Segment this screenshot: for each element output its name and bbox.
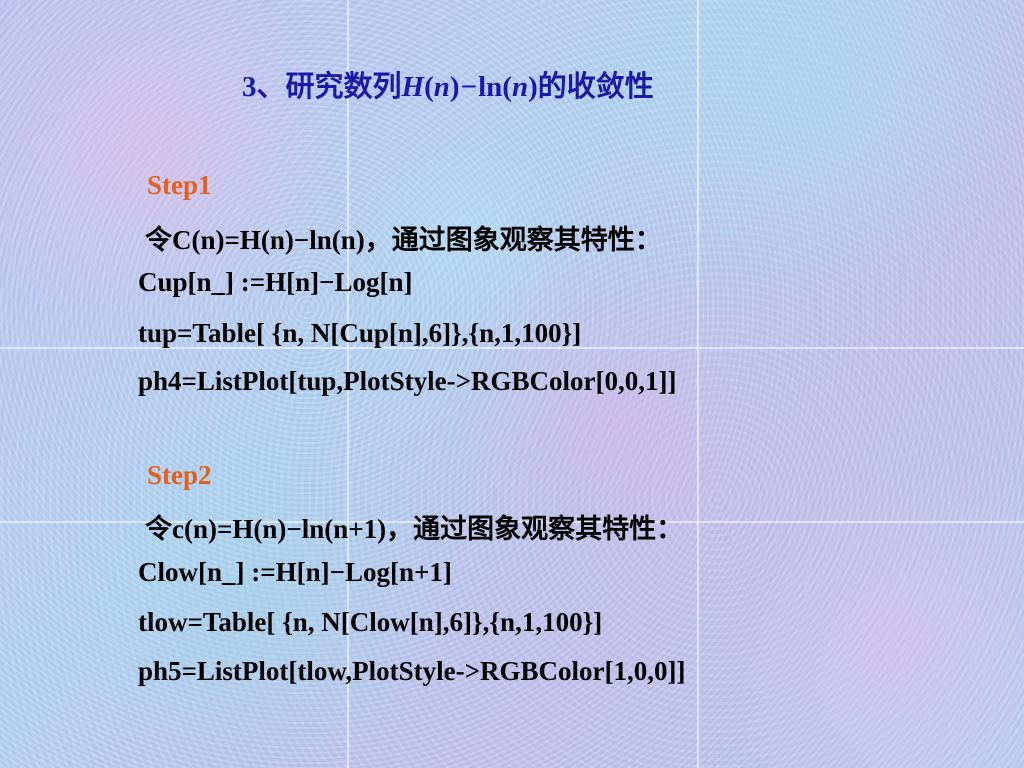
step1-intro: 令C(n)=H(n)−ln(n)，通过图象观察其特性： [145,225,662,255]
step1-label: Step1 [147,170,212,200]
step2-code-line-3: ph5=ListPlot[tlow,PlotStyle->RGBColor[1,… [138,656,686,686]
title-ln: ln [478,71,503,103]
step2-intro: 令c(n)=H(n)−ln(n+1)，通过图象观察其特性： [145,514,684,544]
slide-title: 3、研究数列H(n)−ln(n)的收敛性 [242,71,654,103]
title-prefix: 3、研究数列 [242,71,402,103]
step1-code-line-1: Cup[n_] :=H[n]−Log[n] [138,267,413,297]
title-n-2: n [511,71,529,103]
title-n-1: n [433,71,450,103]
step2-label: Step2 [147,460,212,490]
step1-code-line-2: tup=Table[ {n, N[Cup[n],6]},{n,1,100}] [138,318,582,348]
title-suffix: 的收敛性 [537,71,654,103]
step2-code-line-2: tlow=Table[ {n, N[Clow[n],6]},{n,1,100}] [138,607,603,637]
step2-code-line-1: Clow[n_] :=H[n]−Log[n+1] [138,557,452,587]
title-minus: − [460,71,478,103]
title-h: H [401,71,425,103]
step1-code-line-3: ph4=ListPlot[tup,PlotStyle->RGBColor[0,0… [138,366,677,396]
